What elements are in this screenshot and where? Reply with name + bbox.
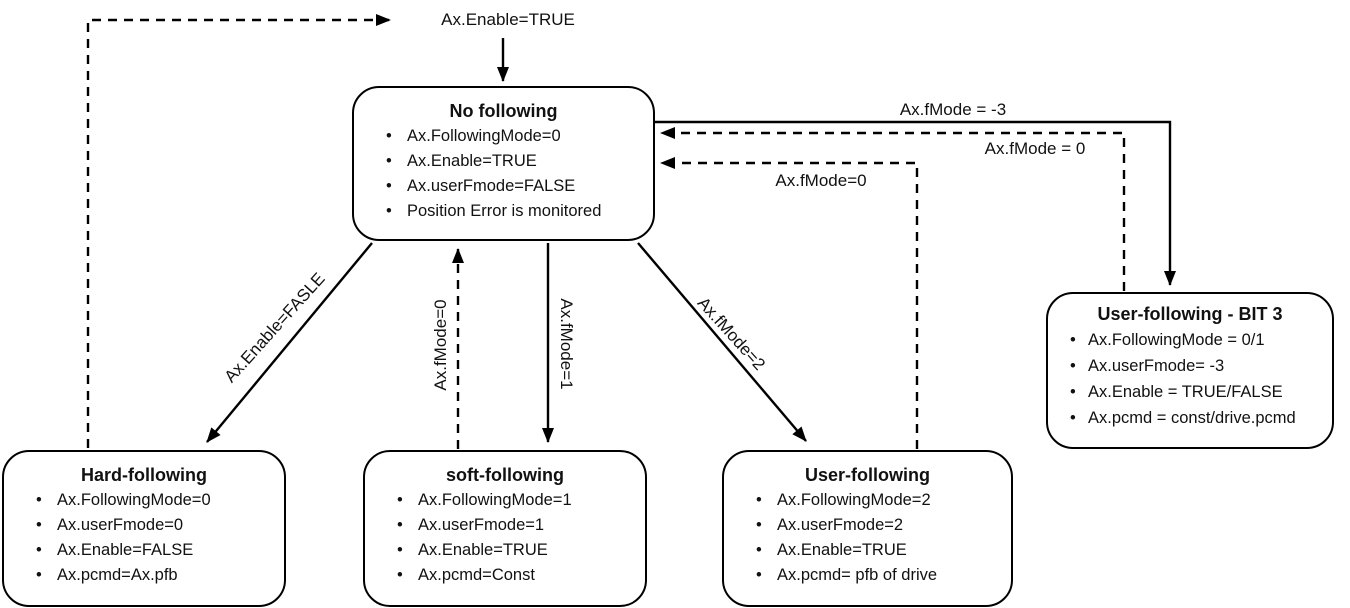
state-item-list: Ax.FollowingMode = 0/1 Ax.userFmode= -3 … <box>1048 327 1332 431</box>
state-item-list: Ax.FollowingMode=1 Ax.userFmode=1 Ax.Ena… <box>365 488 645 588</box>
list-item: Ax.userFmode=0 <box>30 513 280 538</box>
list-item: Ax.FollowingMode=0 <box>380 124 649 149</box>
edge-label-enable-true: Ax.Enable=TRUE <box>441 10 575 29</box>
list-item: Ax.FollowingMode=0 <box>30 488 280 513</box>
list-item: Ax.FollowingMode=2 <box>750 488 1007 513</box>
arrow-no-following-to-hard-following <box>206 242 373 443</box>
arrow-user-following-to-no-following <box>660 157 919 449</box>
arrow-user-following-bit3-to-no-following <box>660 127 1126 291</box>
arrow-no-following-to-user-following-bit3 <box>655 120 1176 286</box>
state-title: Hard-following <box>81 465 207 485</box>
state-item-list: Ax.FollowingMode=0 Ax.userFmode=0 Ax.Ena… <box>4 488 284 588</box>
list-item: Ax.Enable=FALSE <box>30 538 280 563</box>
state-box-user-following: User-following Ax.FollowingMode=2 Ax.use… <box>722 450 1013 607</box>
list-item: Ax.pcmd=Const <box>391 563 641 588</box>
edge-label-fmode0-bit3: Ax.fMode = 0 <box>984 139 1086 158</box>
list-item: Ax.Enable=TRUE <box>750 538 1007 563</box>
state-item-list: Ax.FollowingMode=0 Ax.Enable=TRUE Ax.use… <box>354 124 653 224</box>
list-item: Ax.Enable=TRUE <box>391 538 641 563</box>
state-box-hard-following: Hard-following Ax.FollowingMode=0 Ax.use… <box>2 450 286 607</box>
list-item: Ax.pcmd=Ax.pfb <box>30 563 280 588</box>
edge-label-fmode1: Ax.fMode=1 <box>557 298 576 390</box>
state-title: User-following <box>805 465 930 485</box>
state-title: No following <box>449 101 558 121</box>
list-item: Ax.userFmode=1 <box>391 513 641 538</box>
state-title: soft-following <box>446 465 564 485</box>
list-item: Position Error is monitored <box>380 199 649 224</box>
state-title: User-following - BIT 3 <box>1097 304 1283 324</box>
state-box-user-following-bit3: User-following - BIT 3 Ax.FollowingMode … <box>1046 292 1334 449</box>
edge-label-fmode0-user: Ax.fMode=0 <box>775 171 867 190</box>
arrow-hard-following-to-enable-true <box>86 14 391 448</box>
list-item: Ax.userFmode= -3 <box>1064 353 1328 379</box>
state-box-no-following: No following Ax.FollowingMode=0 Ax.Enabl… <box>352 86 655 241</box>
list-item: Ax.FollowingMode=1 <box>391 488 641 513</box>
list-item: Ax.Enable = TRUE/FALSE <box>1064 379 1328 405</box>
state-item-list: Ax.FollowingMode=2 Ax.userFmode=2 Ax.Ena… <box>724 488 1011 588</box>
arrow-no-following-to-user-following <box>637 242 807 442</box>
list-item: Ax.pcmd= pfb of drive <box>750 563 1007 588</box>
list-item: Ax.pcmd = const/drive.pcmd <box>1064 405 1328 431</box>
state-box-soft-following: soft-following Ax.FollowingMode=1 Ax.use… <box>363 450 647 607</box>
list-item: Ax.userFmode=2 <box>750 513 1007 538</box>
list-item: Ax.Enable=TRUE <box>380 149 649 174</box>
edge-label-fmode-neg3: Ax.fMode = -3 <box>899 100 1007 119</box>
edge-label-fmode0-soft: Ax.fMode=0 <box>431 299 450 391</box>
list-item: Ax.userFmode=FALSE <box>380 174 649 199</box>
list-item: Ax.FollowingMode = 0/1 <box>1064 327 1328 353</box>
